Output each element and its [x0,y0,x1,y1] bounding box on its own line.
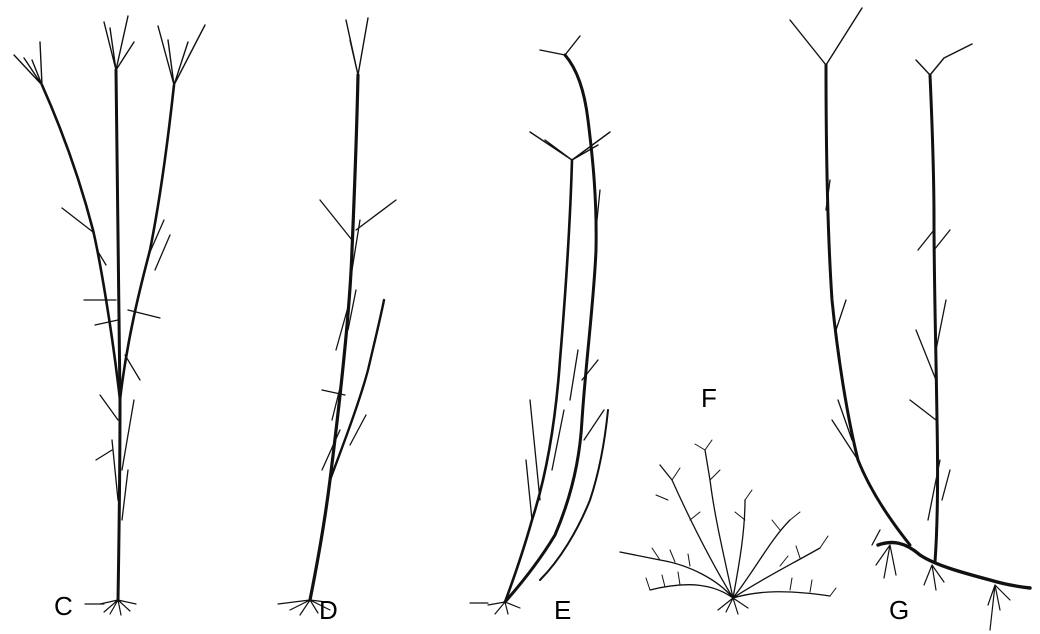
plant-f-drawing [620,440,836,614]
panel-label-d: D [319,597,338,623]
plant-e-drawing [470,36,610,614]
panel-label-c: C [54,593,73,619]
plant-d-drawing [278,18,396,615]
panel-label-f: F [701,385,717,411]
plant-g-drawing [790,8,1030,630]
panel-label-g: G [889,597,909,623]
plant-c-drawing [14,16,205,615]
panel-label-e: E [554,597,571,623]
